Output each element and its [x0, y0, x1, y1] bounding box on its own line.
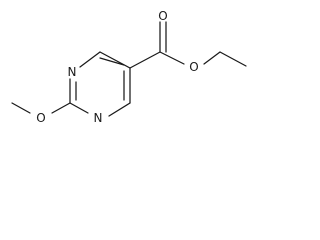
bond-c2-o [51, 102, 71, 114]
bond-c6-n1 [79, 51, 101, 68]
pyrimidine-ring [69, 51, 131, 117]
bond-carbonyl-o-ester [159, 51, 185, 65]
atom-label-o-methoxy: O [36, 111, 45, 125]
bond-o-ch3 [11, 102, 31, 114]
atom-label-n-lower: N [94, 111, 103, 125]
bond-c5-c6 [99, 51, 131, 69]
bond-o-ch2 [203, 51, 221, 65]
ester-group [129, 21, 247, 69]
bond-n3-c4 [108, 102, 131, 117]
atom-label-o-ester: O [189, 60, 198, 74]
bond-ch2-ch3 [219, 51, 247, 67]
atom-label-o-carbonyl: O [158, 9, 167, 23]
atom-label-n-upper: N [68, 65, 77, 79]
bond-c2-n3 [69, 102, 89, 114]
bond-c5-c6-inner [99, 57, 125, 66]
bond-c5-carbonyl [129, 51, 161, 69]
molecule-drawing: N N O O O [11, 9, 247, 125]
methoxy-group [11, 102, 71, 114]
structure-canvas: N N O O O [11, 9, 247, 125]
